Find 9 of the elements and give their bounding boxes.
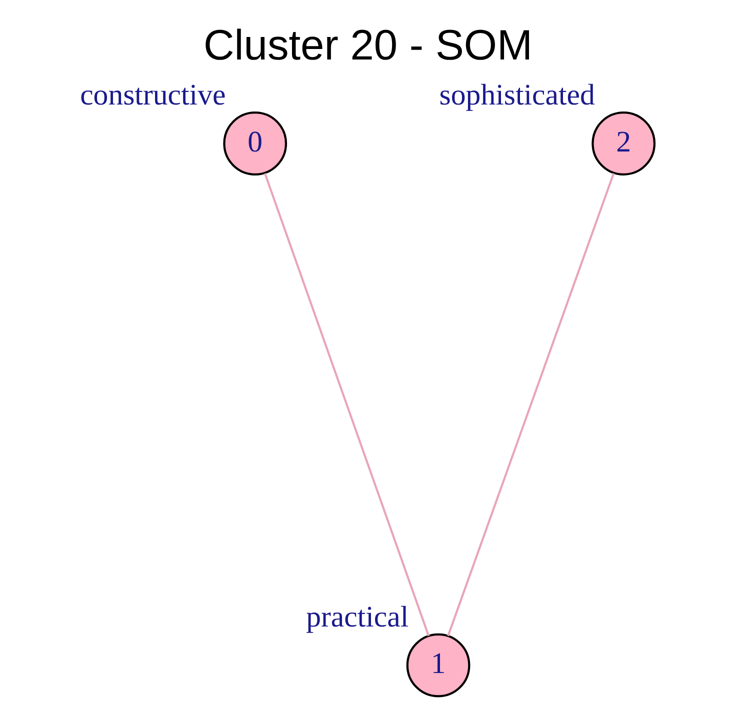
node-circle: 1 xyxy=(406,633,470,698)
diagram-title: Cluster 20 - SOM xyxy=(204,21,532,70)
connector xyxy=(264,173,430,636)
node-label: practical xyxy=(306,600,409,634)
node-circle: 2 xyxy=(592,112,656,176)
connector xyxy=(447,173,615,636)
node-circle: 0 xyxy=(223,112,288,176)
node-label: sophisticated xyxy=(439,78,595,112)
node-label: constructive xyxy=(80,78,226,112)
